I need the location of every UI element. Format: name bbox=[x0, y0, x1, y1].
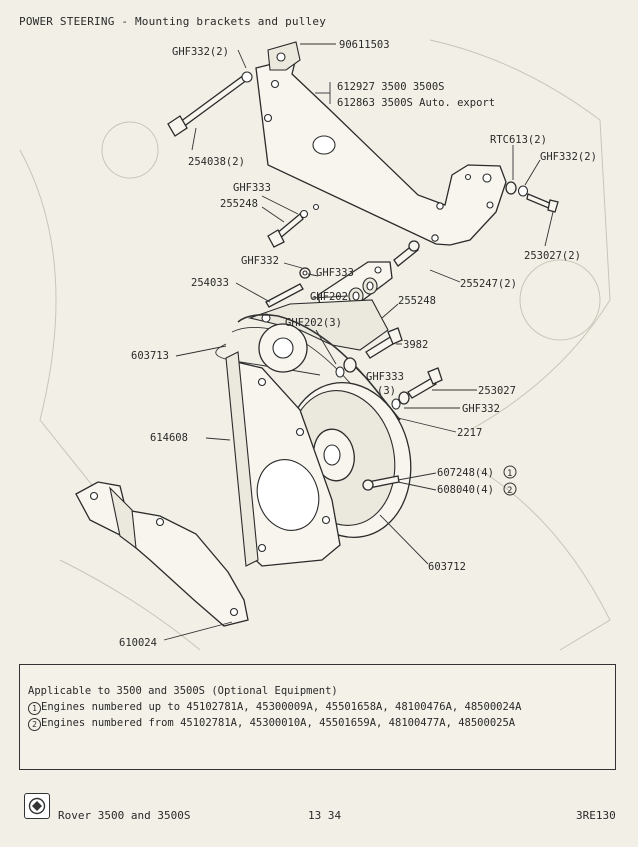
notes-heading: Applicable to 3500 and 3500S (Optional E… bbox=[28, 685, 338, 697]
bolt-254038 bbox=[167, 71, 253, 137]
label-255247: 255247(2) bbox=[460, 278, 517, 290]
idler-pulley bbox=[258, 323, 308, 373]
label-255248-a: 255248 bbox=[220, 198, 258, 210]
bolt-255247 bbox=[393, 240, 420, 267]
ghost-image bbox=[19, 39, 611, 651]
label-254038: 254038(2) bbox=[188, 156, 245, 168]
label-2217: 2217 bbox=[457, 427, 482, 439]
label-255248-b: 255248 bbox=[398, 295, 436, 307]
label-614608: 614608 bbox=[150, 432, 188, 444]
label-612863: 612863 3500S Auto. export bbox=[337, 97, 495, 109]
notes-line-2-text: Engines numbered from 45102781A, 4530001… bbox=[41, 717, 516, 729]
circle-mark-1 bbox=[503, 465, 517, 479]
label-ghf332-right: GHF332(2) bbox=[540, 151, 597, 163]
label-rtc613: RTC613(2) bbox=[490, 134, 547, 146]
footer-page-number: 13 34 bbox=[308, 809, 342, 822]
label-ghf332-mid: GHF332 bbox=[241, 255, 279, 267]
part-labels: 90611503 GHF332(2) 612927 3500 3500S 612… bbox=[119, 39, 597, 649]
upper-bracket bbox=[255, 41, 507, 246]
circle-mark-2-text: 2 bbox=[507, 486, 512, 496]
notes-line-1-text: Engines numbered up to 45102781A, 453000… bbox=[41, 701, 522, 713]
label-ghf202-b: GHF202(3) bbox=[285, 317, 342, 329]
label-ghf333-b: GHF333 bbox=[316, 267, 354, 279]
footer-code: 3RE130 bbox=[576, 809, 616, 822]
bolt-253027-lower bbox=[391, 367, 443, 410]
label-ghf332-top: GHF332(2) bbox=[172, 46, 229, 58]
front-plate-614608 bbox=[225, 351, 341, 567]
bolt-3982 bbox=[335, 327, 403, 378]
page-title: POWER STEERING - Mounting brackets and p… bbox=[19, 15, 327, 28]
label-610024: 610024 bbox=[119, 637, 157, 649]
label-253027-2: 253027(2) bbox=[524, 250, 581, 262]
label-612927: 612927 3500 3500S bbox=[337, 81, 444, 93]
link-bracket bbox=[248, 299, 389, 351]
lower-bracket-610024 bbox=[75, 481, 249, 627]
label-603713: 603713 bbox=[131, 350, 169, 362]
rover-logo-icon bbox=[24, 793, 50, 819]
bolt-255248-upper bbox=[267, 203, 320, 248]
notes-mark-2: 2 bbox=[28, 718, 41, 731]
circle-mark-1-text: 1 bbox=[507, 469, 512, 479]
label-ghf333-c: GHF333 bbox=[366, 371, 404, 383]
label-ghf332-low: GHF332 bbox=[462, 403, 500, 415]
bolt-254033 bbox=[265, 283, 304, 308]
leader-lines bbox=[163, 43, 554, 641]
label-254033: 254033 bbox=[191, 277, 229, 289]
label-608040: 608040(4) bbox=[437, 484, 494, 496]
label-253027: 253027 bbox=[478, 385, 516, 397]
label-ghf333-a: GHF333 bbox=[233, 182, 271, 194]
label-603712: 603712 bbox=[428, 561, 466, 573]
label-ghf202-a: GHF202 bbox=[310, 291, 348, 303]
circle-mark-2 bbox=[503, 482, 517, 496]
label-3982: 3982 bbox=[403, 339, 428, 351]
washers-right bbox=[505, 181, 559, 213]
label-607248: 607248(4) bbox=[437, 467, 494, 479]
footer-model: Rover 3500 and 3500S bbox=[58, 809, 191, 822]
applicability-notes: Applicable to 3500 and 3500S (Optional E… bbox=[19, 664, 616, 770]
label-90611503: 90611503 bbox=[339, 39, 390, 51]
label-qty-3: (3) bbox=[377, 385, 396, 397]
notes-mark-1: 1 bbox=[28, 702, 41, 715]
